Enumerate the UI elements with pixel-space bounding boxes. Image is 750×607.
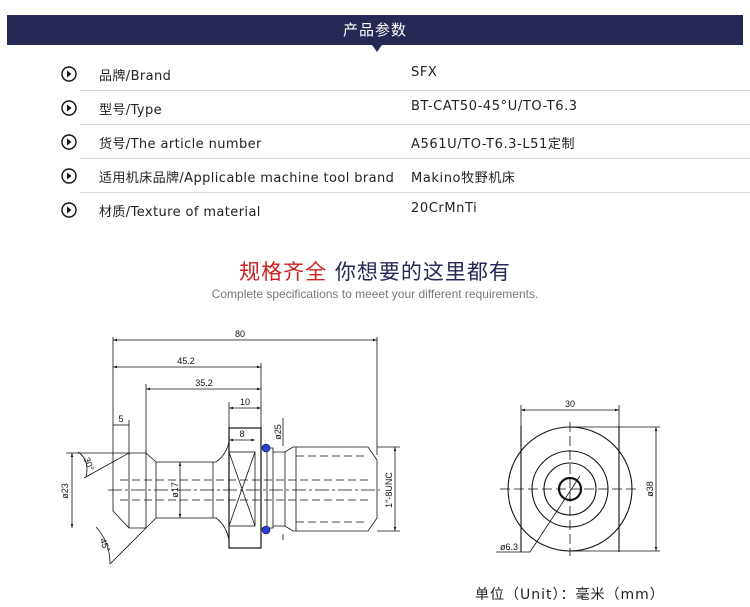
divider <box>80 90 750 91</box>
dim-80: 80 <box>235 329 245 339</box>
dim-8: 8 <box>239 429 244 439</box>
side-view <box>66 337 400 565</box>
circle-chevron-right-icon <box>61 100 77 116</box>
param-row-brand: 品牌/Brand SFX <box>0 57 750 91</box>
o-ring-marker <box>261 525 271 535</box>
section-banner: 产品参数 <box>7 15 743 45</box>
headline-accent: 规格齐全 <box>239 260 328 284</box>
param-value: BT-CAT50-45°U/TO-T6.3 <box>411 99 578 114</box>
param-value: A561U/TO-T6.3-L51定制 <box>411 137 576 152</box>
o-ring-marker <box>261 443 271 453</box>
circle-chevron-right-icon <box>61 202 77 218</box>
dim-width-30: 30 <box>565 399 575 409</box>
param-label: 材质/Texture of material <box>99 205 261 220</box>
dim-35-2: 35.2 <box>195 378 213 388</box>
param-label: 品牌/Brand <box>99 69 172 84</box>
technical-drawing: 80 45.2 35.2 10 8 5 ø25 ø23 ø17 1"-8UNC … <box>60 329 660 565</box>
divider <box>80 124 750 125</box>
param-row-machine-brand: 适用机床品牌/Applicable machine tool brand Mak… <box>0 159 750 193</box>
circle-chevron-right-icon <box>61 66 77 82</box>
dim-45-2: 45.2 <box>177 356 195 366</box>
dim-10: 10 <box>240 397 250 407</box>
circle-chevron-right-icon <box>61 134 77 150</box>
param-row-article-number: 货号/The article number A561U/TO-T6.3-L51定… <box>0 125 750 159</box>
circle-chevron-right-icon <box>61 168 77 184</box>
param-value: SFX <box>411 65 438 80</box>
dim-dia-25: ø25 <box>273 424 283 440</box>
dim-hole-dia: ø6.3 <box>500 542 518 552</box>
headline-main: 你想要的这里都有 <box>334 260 511 284</box>
param-label: 型号/Type <box>99 103 163 118</box>
param-row-material: 材质/Texture of material 20CrMnTi <box>0 193 750 227</box>
subheadline: Complete specifications to meeet your di… <box>211 287 539 301</box>
param-row-type: 型号/Type BT-CAT50-45°U/TO-T6.3 <box>0 91 750 125</box>
param-value: Makino牧野机床 <box>411 171 516 186</box>
headline: 规格齐全 你想要的这里都有 <box>0 256 750 286</box>
section-title: 产品参数 <box>342 21 407 39</box>
dim-dia-23: ø23 <box>60 483 70 499</box>
dim-5: 5 <box>118 414 123 424</box>
param-label: 货号/The article number <box>99 137 262 152</box>
param-label: 适用机床品牌/Applicable machine tool brand <box>99 171 395 186</box>
dim-angle-45: 45° <box>98 537 112 554</box>
banner-pointer <box>372 45 382 52</box>
params-list: 品牌/Brand SFX 型号/Type BT-CAT50-45°U/TO-T6… <box>0 57 750 227</box>
unit-note: 单位（Unit）：毫米（mm） <box>475 587 665 603</box>
end-view <box>496 405 660 556</box>
dim-angle-30: 30° <box>82 456 96 473</box>
param-value: 20CrMnTi <box>411 201 478 216</box>
divider <box>80 158 750 159</box>
dim-thread: 1"-8UNC <box>384 472 394 508</box>
dim-dia-17: ø17 <box>170 482 180 498</box>
dim-dia-38: ø38 <box>645 481 655 497</box>
divider <box>80 192 750 193</box>
